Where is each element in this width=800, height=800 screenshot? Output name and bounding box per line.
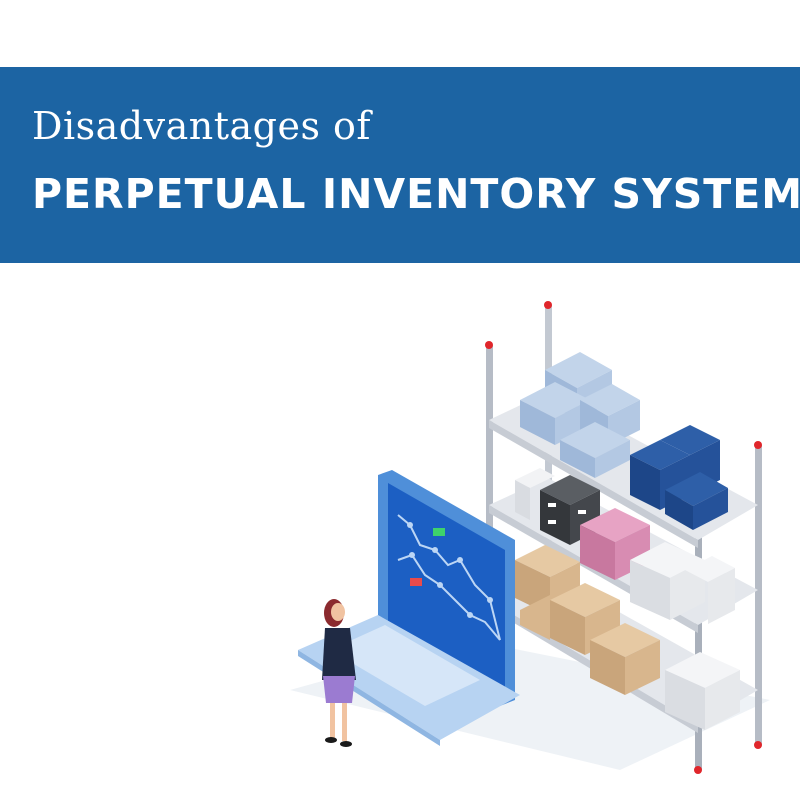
- woman-jacket: [322, 628, 356, 680]
- dark-blue-boxes-icon: [630, 425, 728, 530]
- light-blue-boxes-icon: [520, 352, 640, 478]
- post-cap: [485, 341, 493, 349]
- white-bottom-boxes-icon: [665, 652, 740, 730]
- woman-head: [331, 603, 345, 621]
- laptop-keyboard: [330, 625, 480, 706]
- post-cap: [754, 441, 762, 449]
- shelving-unit-icon: [485, 301, 762, 774]
- screen-chart-line: [397, 553, 501, 641]
- shelf-post: [695, 485, 702, 770]
- cardboard-boxes-icon: [515, 545, 660, 695]
- screen-green-marker: [433, 528, 445, 536]
- woman-icon: [322, 599, 356, 747]
- woman-leg: [342, 703, 347, 741]
- screen-red-marker: [410, 578, 422, 586]
- woman-skirt: [323, 676, 355, 703]
- shelf-post: [755, 445, 762, 745]
- screen-chart-line: [397, 514, 501, 641]
- title-banner: [0, 67, 800, 263]
- white-storage-boxes-icon: [630, 542, 735, 624]
- shelf-post: [486, 345, 493, 635]
- woman-leg: [330, 703, 335, 738]
- post-foot: [754, 741, 762, 749]
- title-line-1: Disadvantages of: [32, 104, 371, 148]
- post-cap: [544, 301, 552, 309]
- white-boxes-icon: [515, 468, 555, 520]
- shelf-top-edge: [489, 420, 698, 548]
- title-line-2: PERPETUAL INVENTORY SYSTEM: [32, 170, 800, 218]
- post-foot: [694, 766, 702, 774]
